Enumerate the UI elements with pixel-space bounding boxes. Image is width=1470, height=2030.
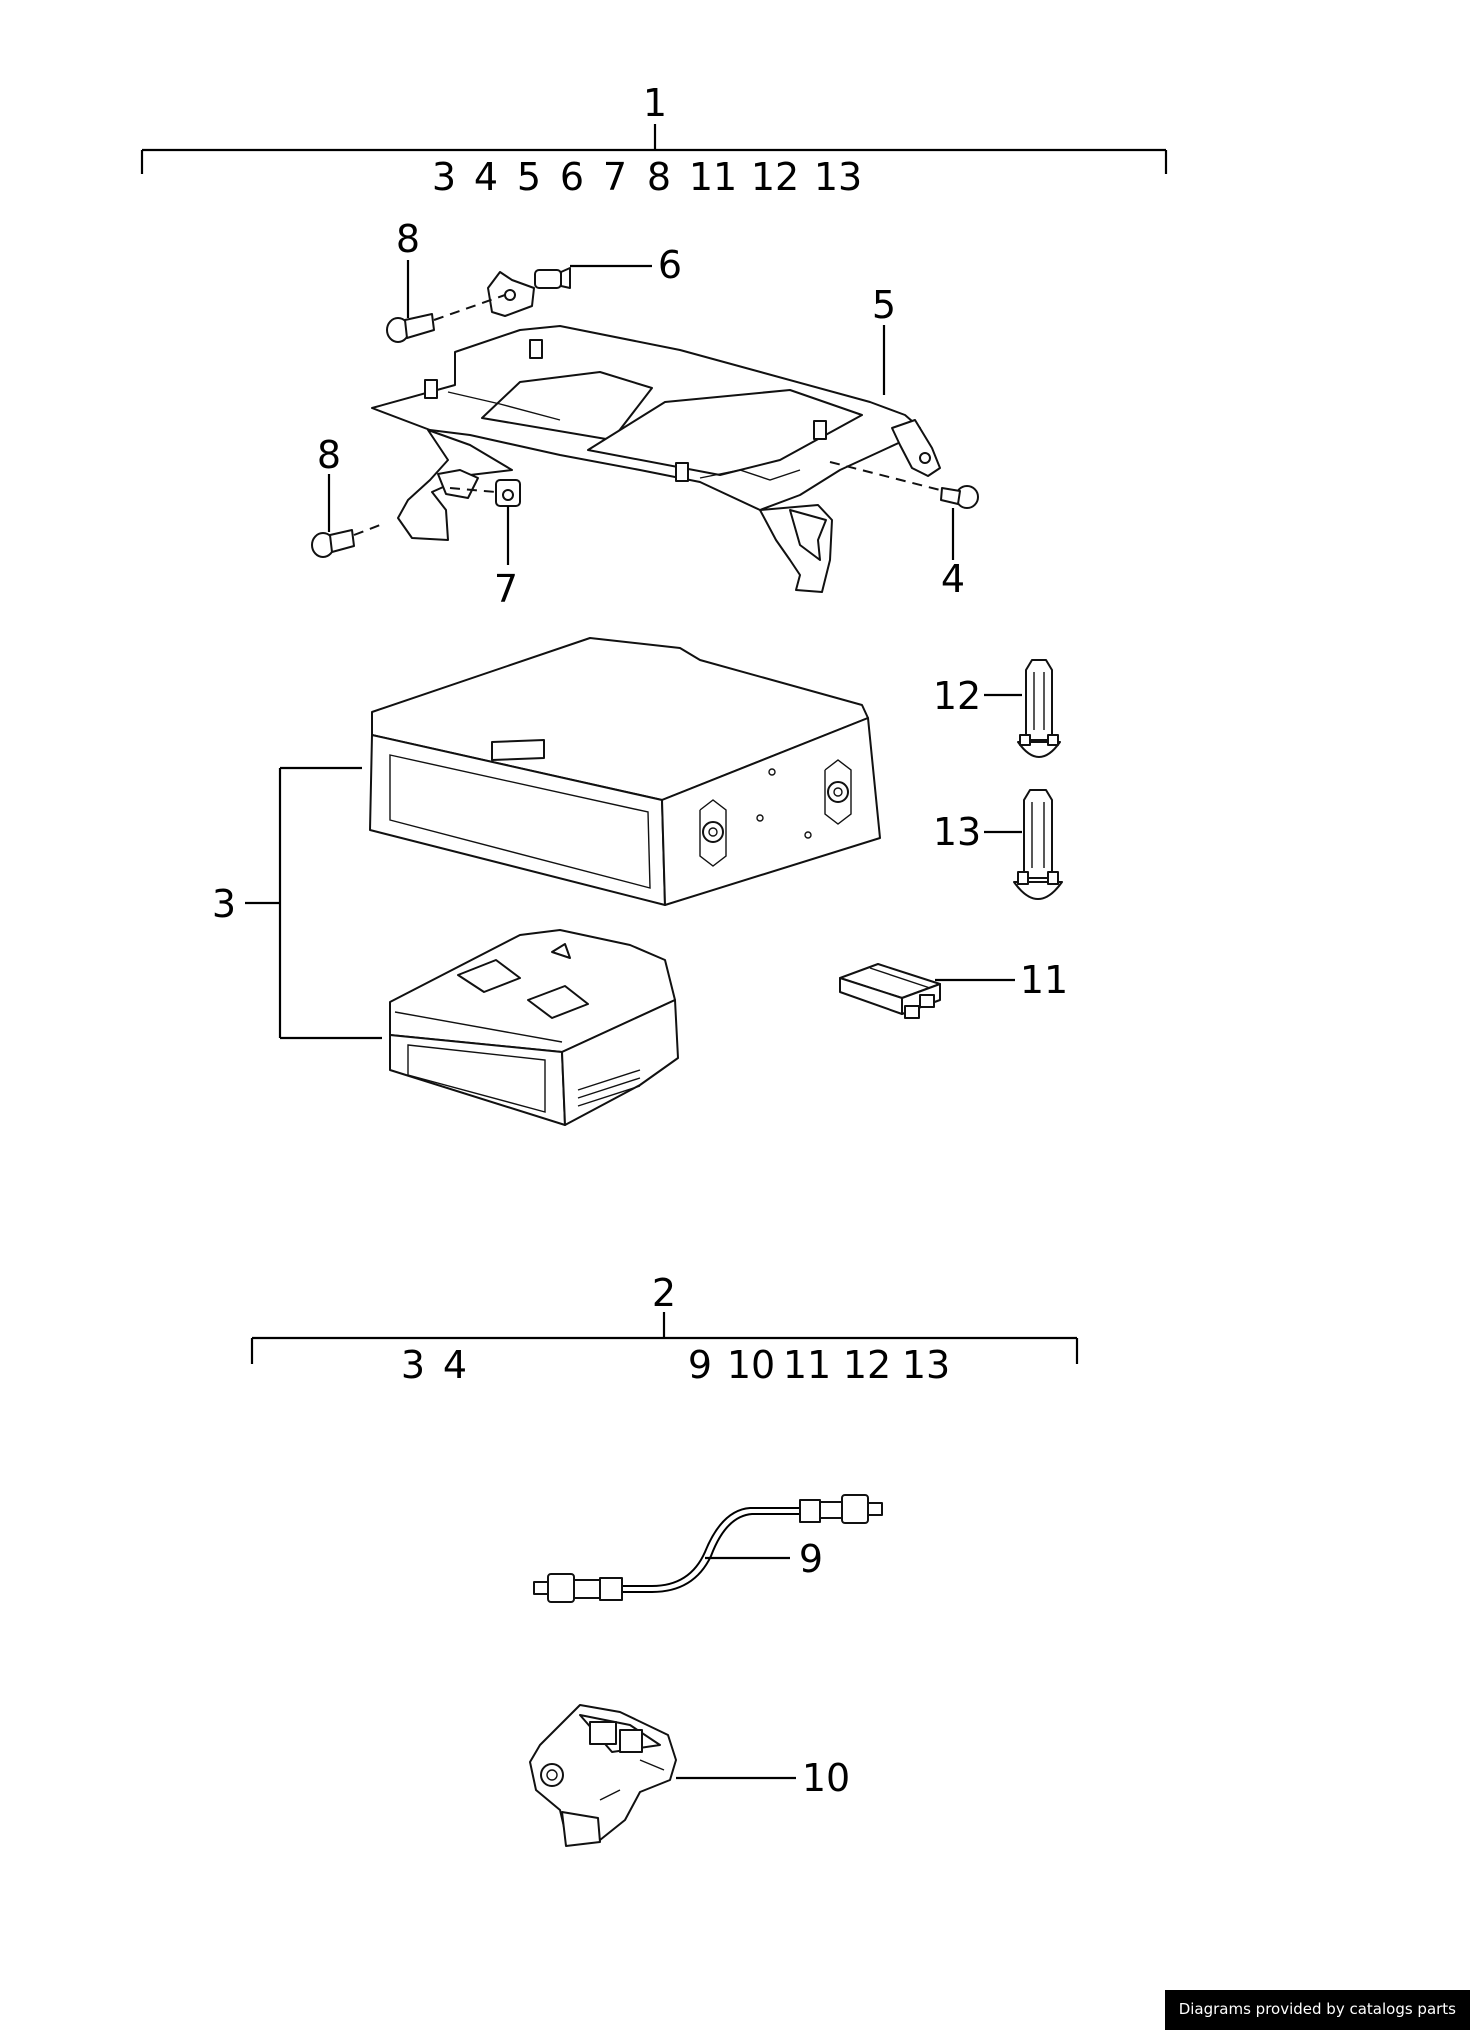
group-1-item: 3 (432, 155, 456, 199)
svg-text:4: 4 (941, 557, 965, 601)
svg-text:11: 11 (1020, 958, 1068, 1002)
cable-9-illustration (533, 1494, 883, 1603)
cd-changer-illustration (369, 637, 881, 906)
group-2-item: 12 (843, 1343, 891, 1387)
callout-7: 7 (494, 506, 518, 611)
svg-text:6: 6 (658, 243, 682, 287)
group-1-item: 11 (689, 155, 737, 199)
group-1-item: 12 (751, 155, 799, 199)
footer-credit: Diagrams provided by catalogs parts (1164, 1990, 1470, 2030)
group-1-item: 8 (647, 155, 671, 199)
screw-8-bottom (311, 524, 381, 558)
group-2-item: 13 (902, 1343, 950, 1387)
group-1-item: 5 (517, 155, 541, 199)
group-2-item: 3 (401, 1343, 425, 1387)
svg-text:12: 12 (933, 674, 981, 718)
group-1-item: 4 (474, 155, 498, 199)
cd-magazine-illustration (389, 929, 679, 1126)
group-2-bracket: 2 3 4 9 10 11 12 13 (250, 1271, 1079, 1387)
svg-text:10: 10 (802, 1756, 850, 1800)
group-1-item: 7 (603, 155, 627, 199)
svg-text:8: 8 (317, 433, 341, 477)
callout-8-top: 8 (396, 217, 420, 318)
callout-12: 12 (933, 674, 1022, 718)
group-1-callout: 1 (643, 81, 667, 125)
mounting-frame-illustration (371, 271, 941, 593)
group-2-item: 10 (727, 1343, 775, 1387)
group-2-item: 9 (688, 1343, 712, 1387)
callout-13: 13 (933, 810, 1022, 854)
svg-text:7: 7 (494, 567, 518, 611)
group-1-bracket: 1 3 4 5 6 7 8 11 12 13 (140, 81, 1168, 199)
callout-10: 10 (676, 1756, 850, 1800)
connector-13-illustration (1013, 789, 1063, 900)
pin-6 (534, 264, 652, 289)
callout-5: 5 (872, 283, 896, 395)
svg-text:13: 13 (933, 810, 981, 854)
relay-11-illustration (839, 963, 941, 1019)
callout-4: 4 (941, 508, 965, 601)
connector-12-illustration (1017, 659, 1061, 758)
holder-10-illustration (529, 1704, 677, 1847)
svg-text:9: 9 (799, 1537, 823, 1581)
svg-text:8: 8 (396, 217, 420, 261)
group-2-callout: 2 (652, 1271, 676, 1315)
svg-text:5: 5 (872, 283, 896, 327)
callout-11: 11 (935, 958, 1068, 1002)
screw-8-top (386, 294, 506, 343)
callout-3: 3 (212, 766, 382, 1040)
callout-9: 9 (705, 1537, 823, 1581)
group-1-item: 6 (560, 155, 584, 199)
group-2-item: 4 (443, 1343, 467, 1387)
screw-4 (829, 461, 979, 509)
group-2-item: 11 (783, 1343, 831, 1387)
svg-text:3: 3 (212, 882, 236, 926)
callout-8-bottom: 8 (317, 433, 341, 532)
callout-6: 6 (658, 243, 682, 287)
group-1-item: 13 (814, 155, 862, 199)
